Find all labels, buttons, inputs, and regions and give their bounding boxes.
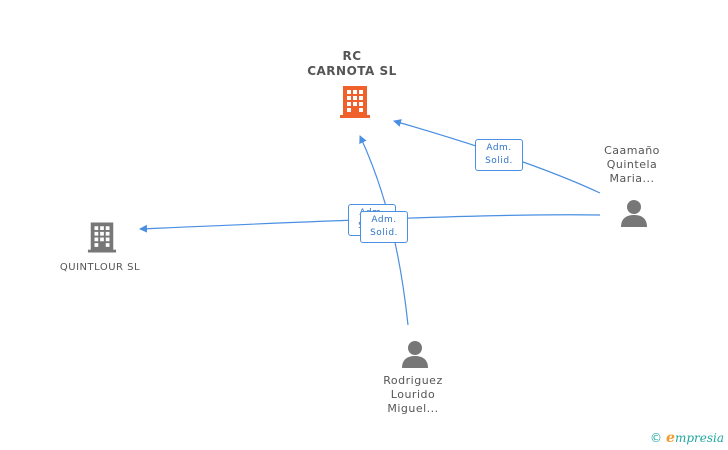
empresia-logo-text: mpresia [674,431,724,445]
building-icon[interactable] [339,85,371,119]
person-icon[interactable] [401,339,429,369]
copyright-notice: ©empresia [650,430,724,446]
main-company-label[interactable]: RC CARNOTA SL [307,49,397,78]
edge-role-line1: Adm. [486,143,512,153]
rodriguez-label[interactable]: Rodriguez Lourido Miguel... [383,374,443,415]
building-icon[interactable] [87,221,117,254]
person-icon[interactable] [620,198,648,228]
edge-role-line1: Adm. [371,215,397,225]
quintlour-label[interactable]: QUINTLOUR SL [59,262,141,273]
edge-label-rodriguez-main[interactable]: Adm. Solid. [360,211,408,243]
edge-label-caamano-main[interactable]: Adm. Solid. [475,139,523,171]
empresia-logo-initial: e [666,430,675,446]
edge-role-line2: Solid. [485,156,513,166]
edge-role-line2: Solid. [370,228,398,238]
caamano-label[interactable]: Caamaño Quintela Maria... [604,144,660,185]
copyright-symbol: © [650,431,663,445]
